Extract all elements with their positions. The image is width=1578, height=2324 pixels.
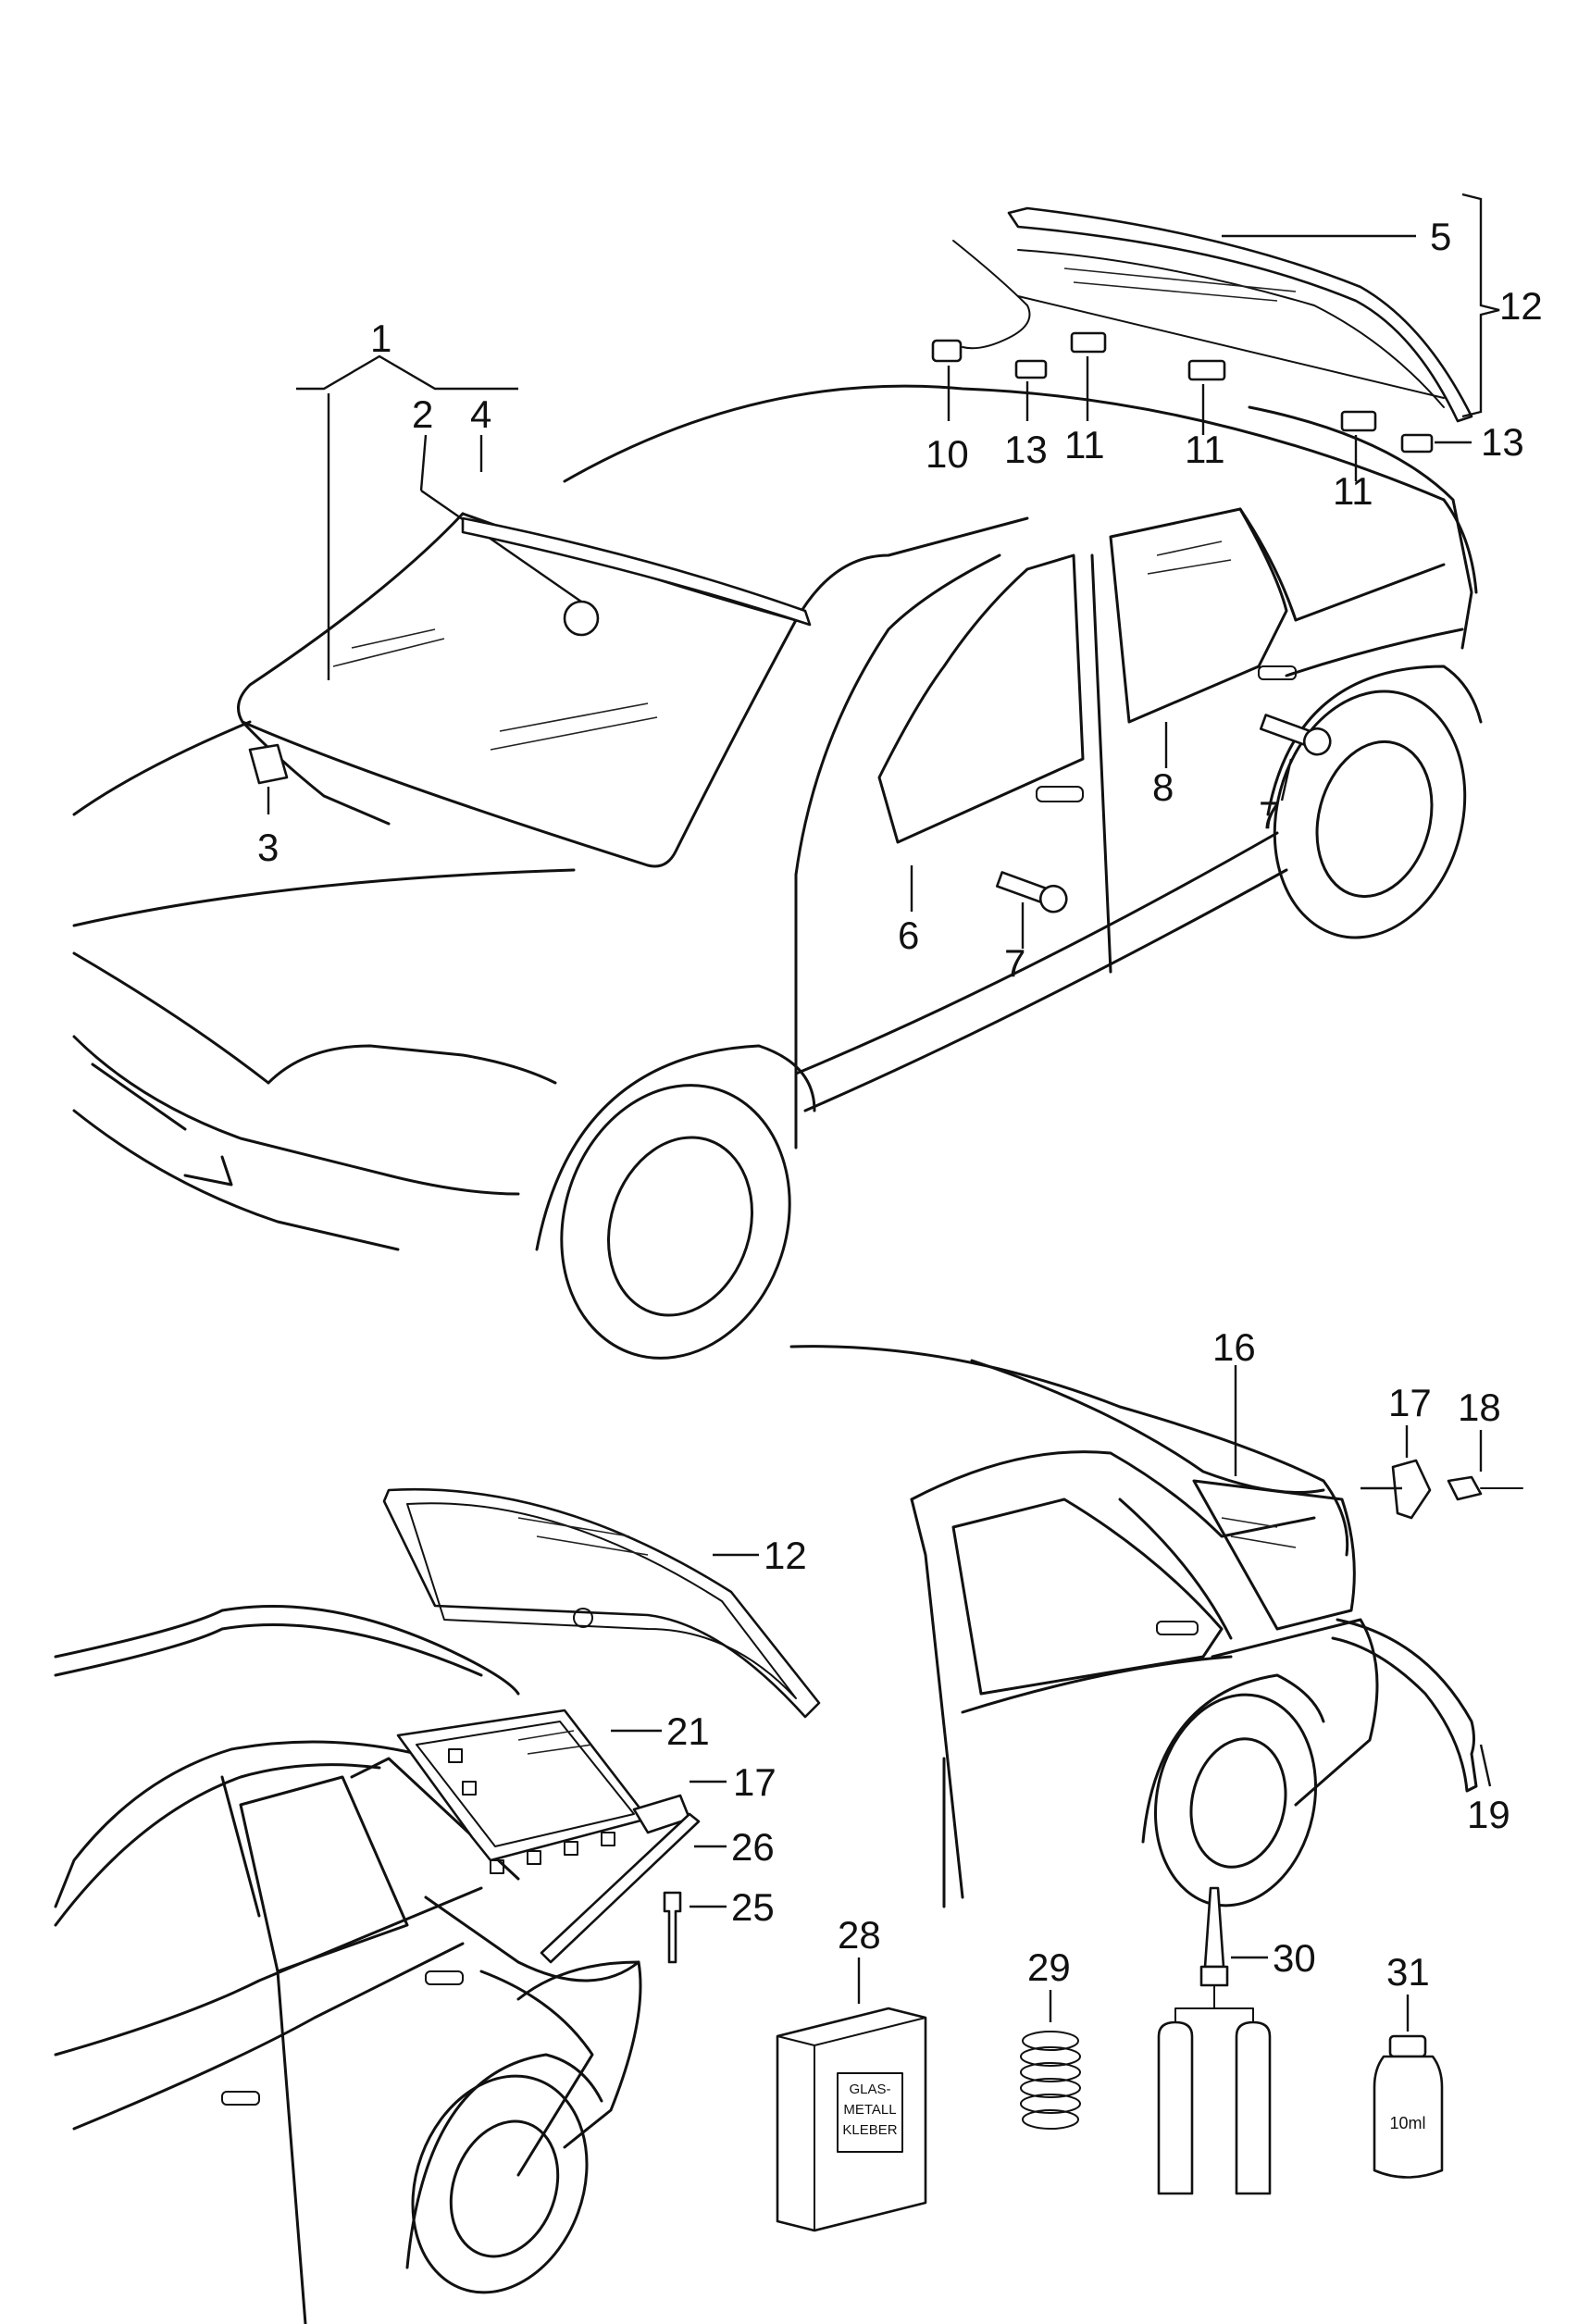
mirror-base-part: [248, 743, 289, 785]
seal-strip-part: [540, 1812, 701, 1964]
wagon-side-glass-part: [396, 1709, 727, 1964]
callout-8: 8: [1152, 765, 1174, 809]
sealing-cord-part: [1020, 1990, 1081, 2130]
callout-11c: 11: [1333, 469, 1373, 513]
callout-17b: 17: [733, 1760, 777, 1804]
pad-part: [1340, 410, 1377, 432]
pad-part: [1400, 433, 1434, 454]
pad-part: [1014, 359, 1048, 379]
callout-12b: 12: [764, 1534, 807, 1577]
screw-part: [1259, 714, 1332, 756]
callout-4: 4: [470, 392, 491, 436]
windshield-part: [248, 354, 812, 814]
callout-7b: 7: [1004, 941, 1025, 985]
bottle-label: 10ml: [1389, 2114, 1425, 2132]
callout-11b: 11: [1185, 428, 1225, 471]
rivet-part: [1447, 1475, 1483, 1501]
windshield-seal-part: [461, 516, 812, 627]
sedan-illustration: [72, 384, 1483, 1360]
callout-31: 31: [1386, 1950, 1430, 1994]
callout-12a: 12: [1499, 284, 1543, 328]
clip-part: [931, 339, 963, 363]
callout-11a: 11: [1064, 423, 1105, 466]
callout-19: 19: [1467, 1793, 1510, 1836]
callout-7a: 7: [1259, 793, 1280, 837]
callout-17a: 17: [1388, 1381, 1432, 1424]
callout-labels: 1 2 4 3 5 12 10 13 11 11 11 13 8 7 6 7 1…: [257, 215, 1543, 1994]
adhesive-box-part: [776, 1957, 927, 2232]
adhesive-box-label-1: GLAS-: [849, 2082, 890, 2097]
callout-29: 29: [1027, 1945, 1071, 1989]
callout-21: 21: [666, 1709, 710, 1753]
screw-part: [995, 871, 1068, 913]
callout-3: 3: [257, 826, 279, 869]
callout-1: 1: [370, 317, 391, 360]
callout-28: 28: [838, 1913, 881, 1957]
callout-16: 16: [1212, 1325, 1256, 1369]
adhesive-box-label-2: METALL: [843, 2102, 896, 2118]
applicator-part: [1157, 1886, 1272, 2195]
callout-18: 18: [1458, 1386, 1501, 1429]
rear-wheel-3: [405, 2053, 603, 2294]
bracket-part: [1391, 1459, 1432, 1520]
rear-wheel: [1266, 665, 1483, 939]
pad-part: [1187, 359, 1226, 381]
pad-part: [1070, 331, 1107, 354]
callout-26: 26: [731, 1825, 775, 1869]
callout-13b: 13: [1481, 420, 1524, 464]
side-window-parts: [910, 541, 1332, 949]
callout-13a: 13: [1004, 428, 1048, 471]
wagon-rear-window-part: [382, 1488, 821, 1719]
callout-25: 25: [731, 1885, 775, 1929]
callout-30: 30: [1273, 1936, 1316, 1980]
callout-5: 5: [1430, 215, 1451, 258]
wagon-illustration: [54, 1605, 642, 2324]
adhesive-box-label-3: KLEBER: [842, 2122, 897, 2138]
callout-6: 6: [898, 913, 919, 957]
rear-window-part: [931, 193, 1500, 481]
primer-bottle-part: [1373, 1995, 1444, 2179]
front-wheel: [535, 1044, 816, 1360]
rivet-part: [663, 1891, 682, 1964]
sedan-rear-illustration: [789, 1345, 1478, 1908]
rain-sensor-part: [563, 600, 600, 637]
callout-10: 10: [926, 432, 969, 476]
rear-parts-right: [1234, 1365, 1523, 1787]
callout-2: 2: [412, 392, 433, 436]
